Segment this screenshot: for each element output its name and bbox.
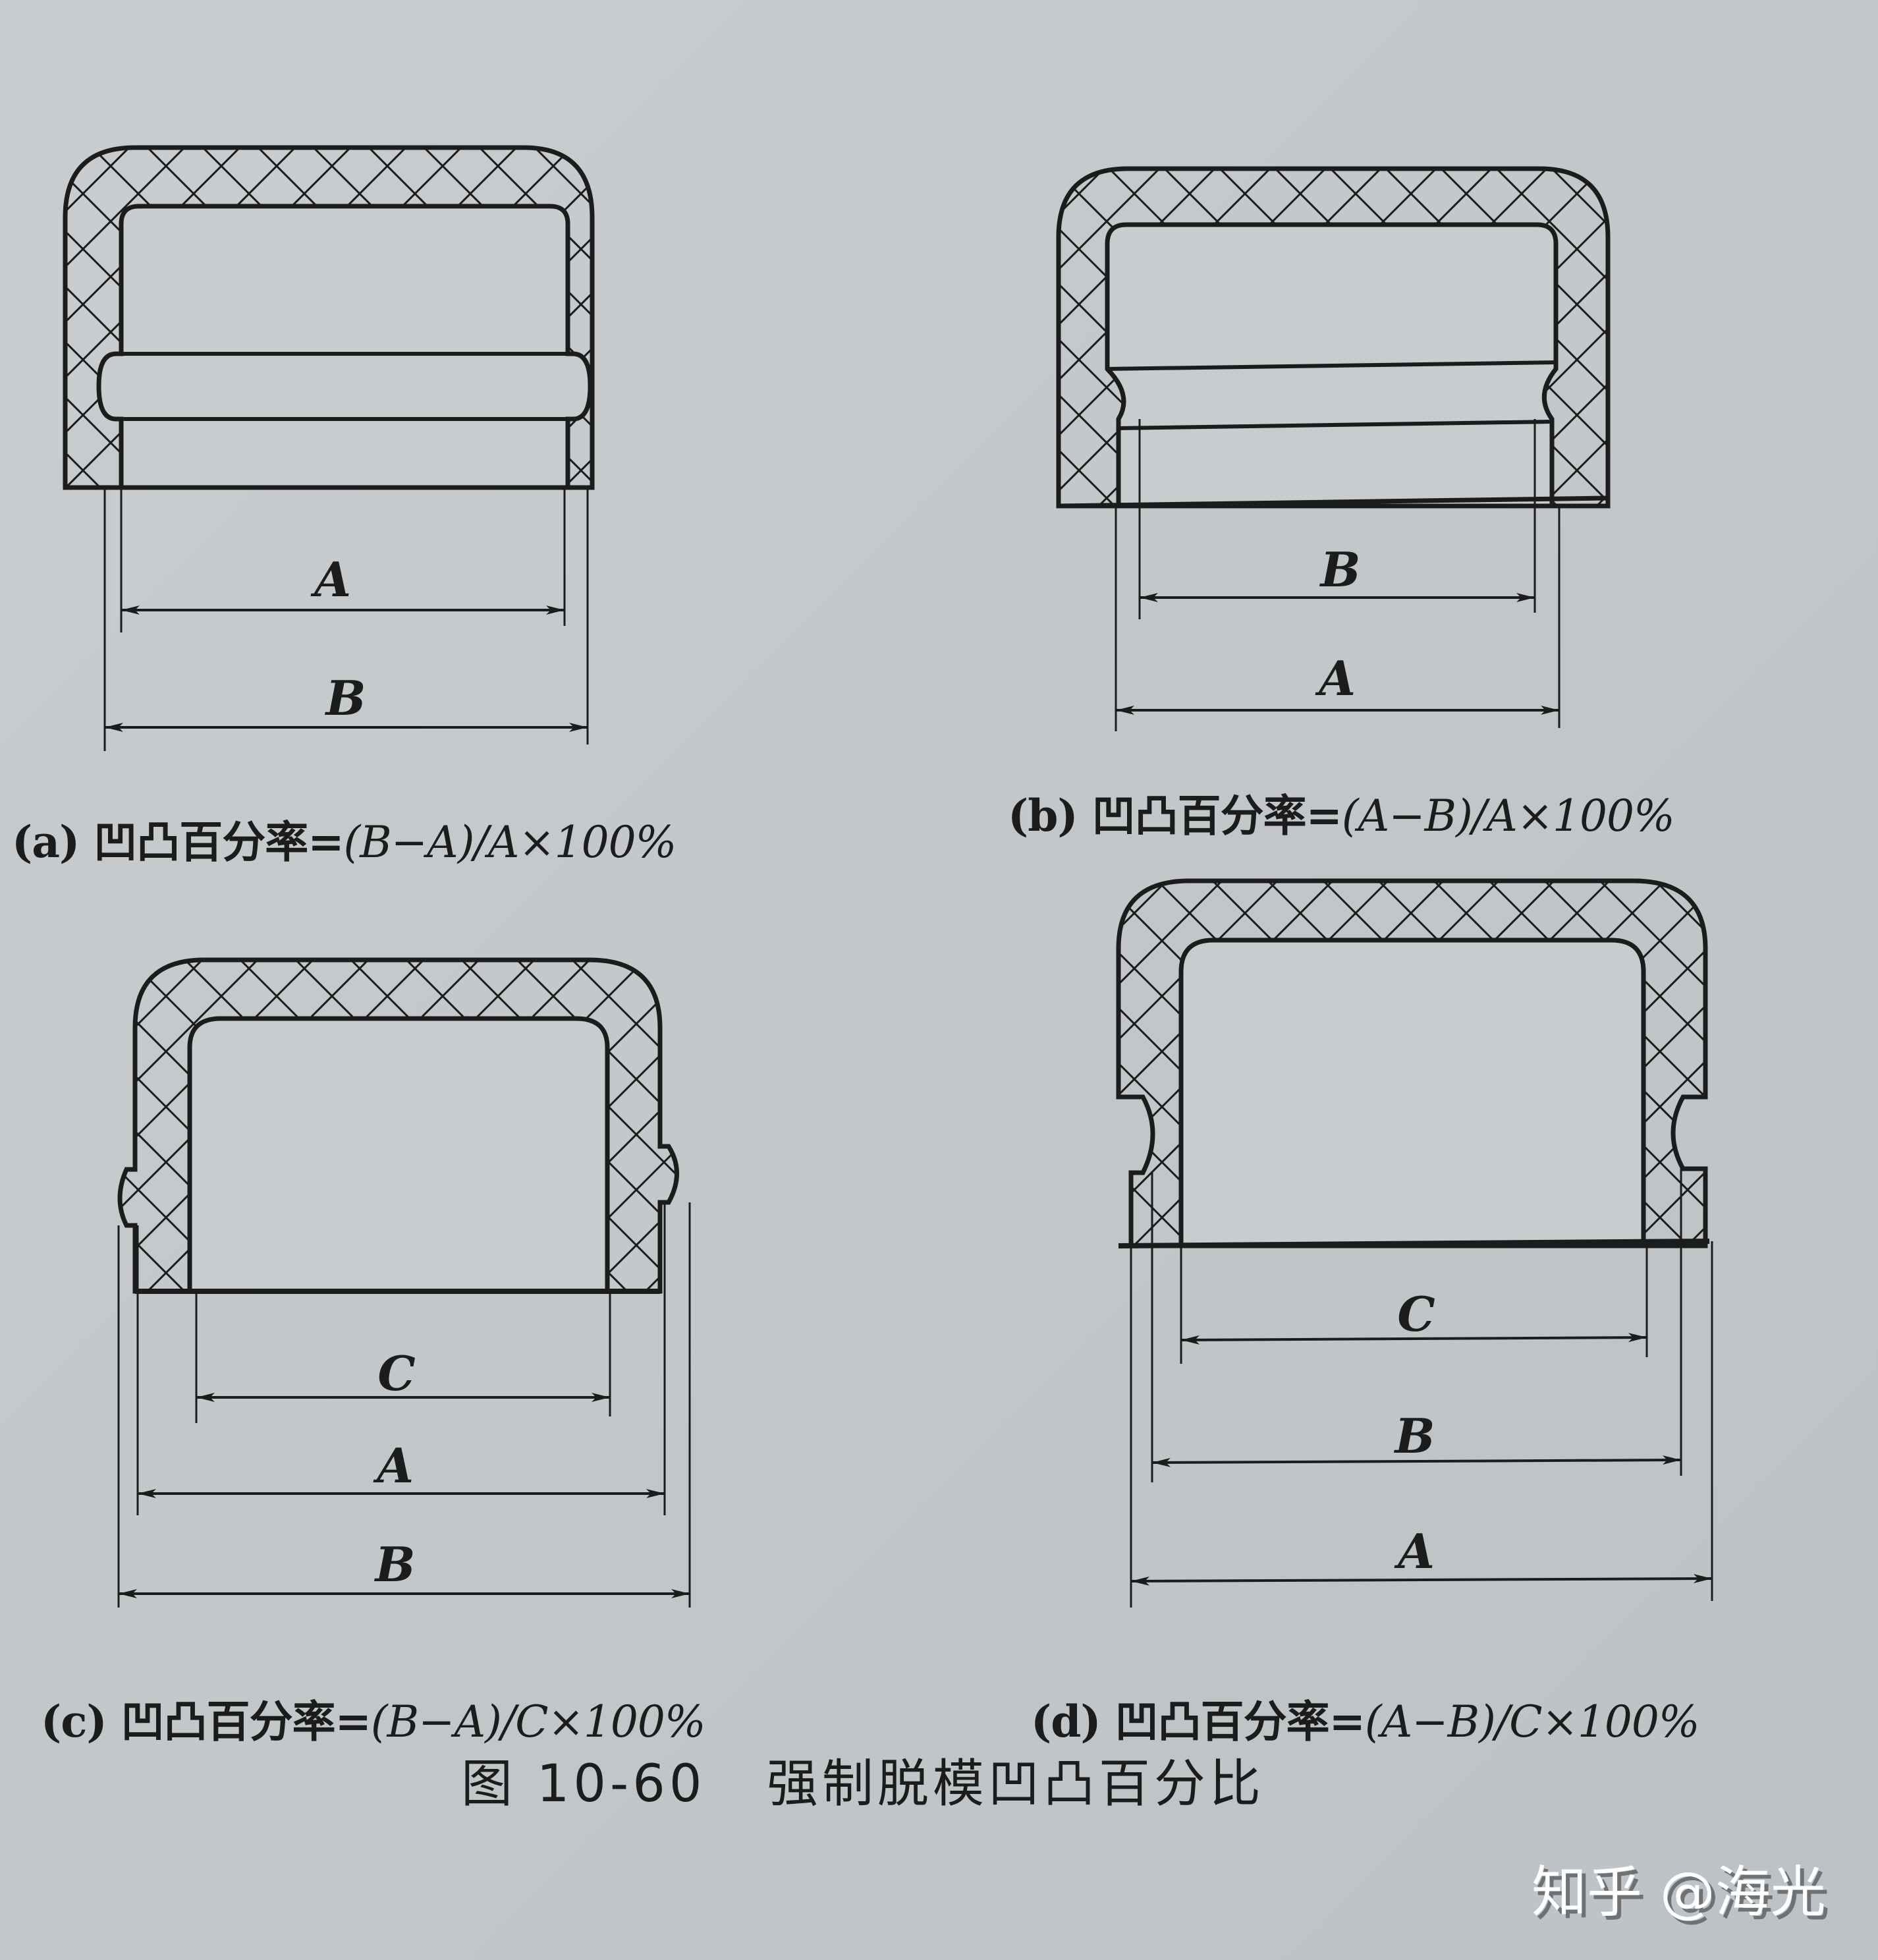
caption-b-prefix: (b) 凹凸百分率= — [1008, 790, 1342, 841]
caption-c-formula: (B−A)/C×100% — [370, 1696, 706, 1747]
caption-a-prefix: (a) 凹凸百分率= — [12, 816, 344, 868]
caption-a-formula: (B−A)/A×100% — [343, 817, 677, 868]
figure-number: 图 10-60 — [461, 1754, 706, 1814]
dim-label-a: A — [1394, 1523, 1435, 1579]
dim-label-b: B — [325, 670, 366, 726]
watermark: 知乎 @海光 — [1532, 1860, 1826, 1924]
dim-label-b: B — [1319, 542, 1361, 598]
dim-label-b: B — [1394, 1408, 1435, 1464]
panel-d-drawing: C B A — [1116, 878, 1713, 1608]
caption-b: (b) 凹凸百分率=(A−B)/A×100% — [1008, 781, 1675, 844]
caption-b-formula: (A−B)/A×100% — [1341, 791, 1675, 841]
dim-label-c: C — [377, 1345, 415, 1401]
dim-label-a: A — [1315, 650, 1356, 706]
caption-d-formula: (A−B)/C×100% — [1364, 1696, 1700, 1747]
figure-title: 图 10-60 强制脱模凹凸百分比 — [461, 1743, 1265, 1816]
dim-label-c: C — [1397, 1286, 1435, 1342]
caption-a: (a) 凹凸百分率=(B−A)/A×100% — [12, 807, 677, 870]
caption-c-prefix: (c) 凹凸百分率= — [41, 1696, 372, 1747]
dim-label-a: A — [310, 551, 351, 607]
figure-title-text: 强制脱模凹凸百分比 — [766, 1754, 1265, 1814]
panel-a-drawing: A B — [63, 145, 595, 751]
dim-label-a: A — [373, 1438, 414, 1494]
dim-label-b: B — [374, 1536, 416, 1592]
panel-c-drawing: C A B — [117, 957, 691, 1608]
caption-d: (d) 凹凸百分率=(A−B)/C×100% — [1031, 1687, 1700, 1750]
caption-d-prefix: (d) 凹凸百分率= — [1031, 1696, 1366, 1747]
panel-b-drawing: B A — [1056, 166, 1611, 731]
caption-c: (c) 凹凸百分率=(B−A)/C×100% — [41, 1687, 706, 1750]
